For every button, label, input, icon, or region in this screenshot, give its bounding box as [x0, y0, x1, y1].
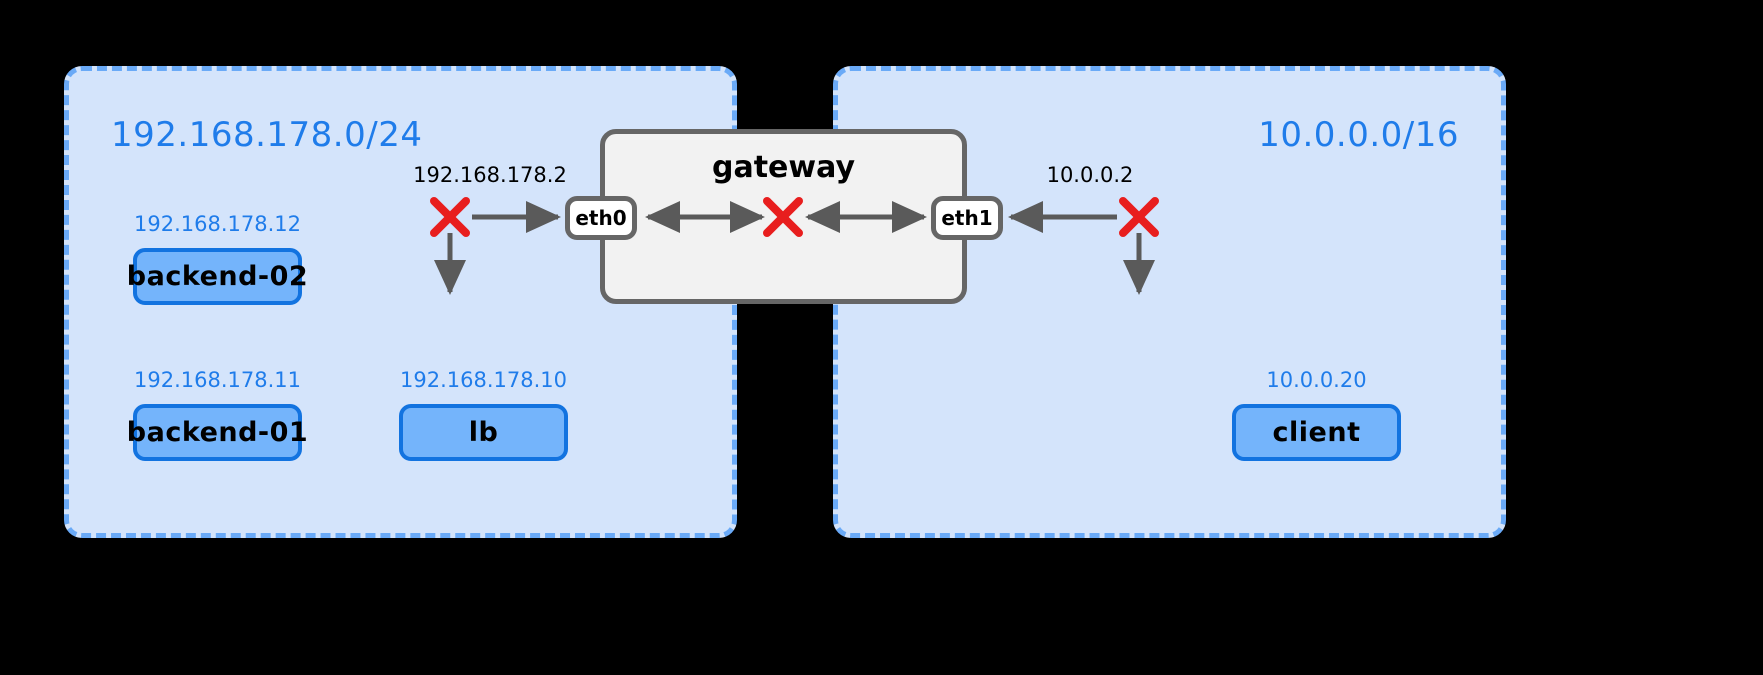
node-lb[interactable]: lb: [399, 404, 568, 461]
link-ip-eth1: 10.0.0.2: [1046, 163, 1134, 187]
node-client[interactable]: client: [1232, 404, 1401, 461]
node-ip-client: 10.0.0.20: [1266, 368, 1367, 392]
interface-eth1[interactable]: eth1: [931, 196, 1003, 240]
link-ip-eth0: 192.168.178.2: [413, 163, 567, 187]
interface-eth0[interactable]: eth0: [565, 196, 637, 240]
node-backend-01[interactable]: backend-01: [127, 404, 308, 461]
node-ip-backend-01: 192.168.178.11: [134, 368, 301, 392]
node-ip-lb: 192.168.178.10: [400, 368, 567, 392]
gateway-label: gateway: [712, 150, 855, 185]
node-ip-backend-02: 192.168.178.12: [134, 212, 301, 236]
subnet-right-label: 10.0.0.0/16: [1258, 115, 1459, 155]
node-backend-02[interactable]: backend-02: [127, 248, 308, 305]
subnet-left-label: 192.168.178.0/24: [111, 115, 423, 155]
